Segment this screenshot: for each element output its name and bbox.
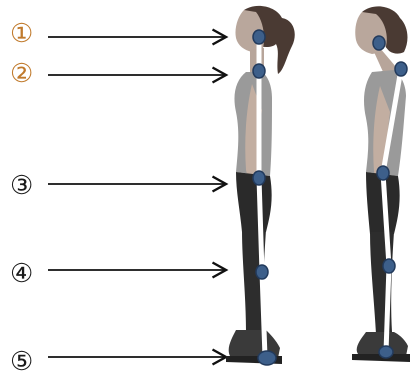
left-marker-1 [253,30,265,44]
left-marker-2 [253,64,265,78]
label-1: ① [10,19,33,49]
right-marker-2 [395,62,407,76]
arrows [48,37,226,357]
left-marker-4 [256,265,268,279]
right-marker-4 [383,259,395,273]
label-2: ② [10,59,33,89]
left-marker-5 [258,351,276,365]
label-3: ③ [10,171,33,201]
label-5: ⑤ [10,347,33,377]
label-4: ④ [10,259,33,289]
right-marker-1 [373,36,385,50]
right-marker-5 [379,346,393,358]
left-figure [226,6,295,365]
right-figure [352,6,410,362]
right-marker-3 [377,166,389,180]
left-marker-3 [253,171,265,185]
